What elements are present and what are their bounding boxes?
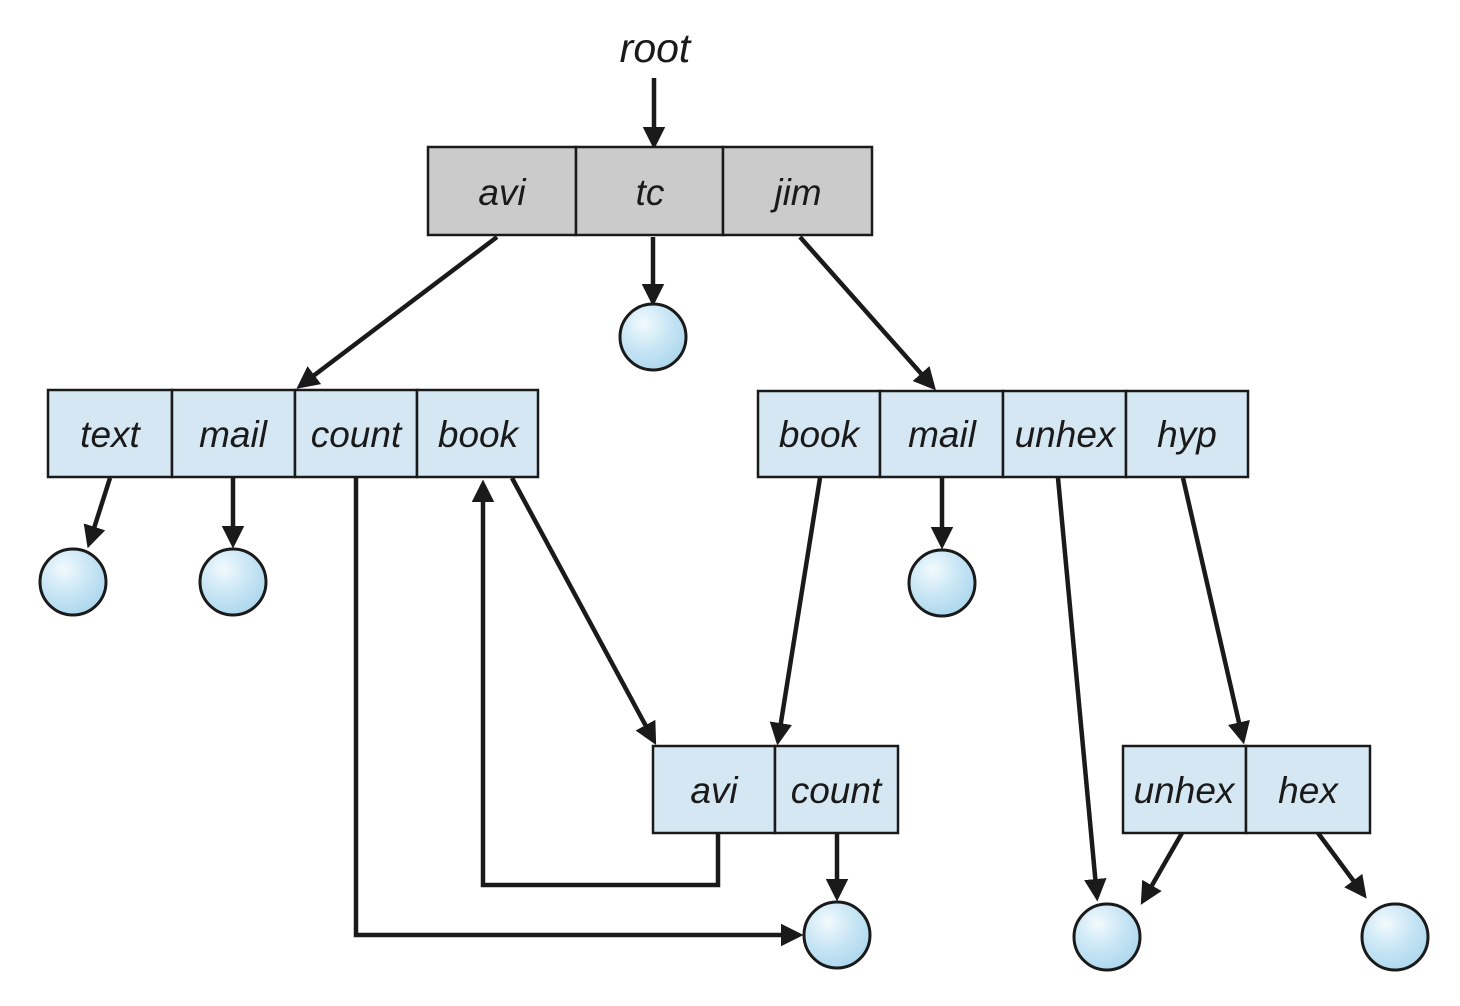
avi-dir-label-book: book <box>438 414 521 455</box>
root-dir-label-jim: jim <box>769 172 821 213</box>
root-dir-cell-jim <box>721 145 874 237</box>
jim-dir-cell-book <box>756 389 882 479</box>
root-dir-label-tc: tc <box>636 172 665 213</box>
hex-file-icon <box>1360 902 1430 972</box>
avi-dir-label-text: text <box>80 414 141 455</box>
edge-avi-entry-back-to-avi-dir <box>471 479 721 888</box>
shared-unhex-file-icon <box>1072 902 1142 972</box>
root-directory-table: avi tc jim <box>426 145 874 237</box>
jim-directory-table: book mail unhex hyp <box>756 389 1250 479</box>
unhex-hex-dir-cell-hex <box>1244 744 1372 835</box>
tc-file-icon <box>618 302 688 372</box>
avi-dir-label-count: count <box>311 414 403 455</box>
jim-dir-cell-unhex <box>1001 389 1128 479</box>
avi-dir-cell-count <box>293 388 419 479</box>
avi-directory-table: text mail count book <box>46 388 540 479</box>
avi-count-dir-label-avi: avi <box>690 770 739 811</box>
edge-text-to-text-file <box>83 477 113 549</box>
edges <box>83 78 1367 947</box>
root-dir-cell-tc <box>574 145 725 237</box>
jim-dir-cell-hyp <box>1124 389 1250 479</box>
mail-file-left-icon <box>198 547 268 617</box>
unhex-hex-directory-table: unhex hex <box>1121 744 1372 835</box>
edge-unhex-entry-to-shared-unhex-file <box>1140 831 1184 905</box>
unhex-hex-dir-label-hex: hex <box>1278 770 1339 811</box>
text-file-icon <box>38 547 108 617</box>
edge-jim-to-jim-dir <box>798 235 936 391</box>
edge-book-right-to-avi-count-dir <box>769 477 823 746</box>
edge-count-to-shared-count-file <box>353 478 804 947</box>
edge-unhex-to-shared-unhex-file <box>1055 477 1107 902</box>
root-dir-cell-avi <box>426 145 578 237</box>
jim-dir-label-book: book <box>779 414 862 455</box>
file-nodes <box>38 302 1430 972</box>
mail-file-right-icon <box>907 548 977 618</box>
unhex-hex-dir-cell-unhex <box>1121 744 1248 835</box>
unhex-hex-dir-label-unhex: unhex <box>1134 770 1236 811</box>
root-label: root <box>620 25 692 71</box>
avi-dir-cell-book <box>415 388 540 479</box>
jim-dir-label-unhex: unhex <box>1015 414 1117 455</box>
edge-avi-to-avi-dir <box>296 235 499 389</box>
jim-dir-label-mail: mail <box>908 414 978 455</box>
avi-count-dir-cell-count <box>773 744 900 835</box>
avi-count-dir-label-count: count <box>791 770 883 811</box>
jim-dir-label-hyp: hyp <box>1157 414 1217 455</box>
edge-book-to-avi-count-dir <box>510 476 657 745</box>
edge-hyp-to-unhex-hex-dir <box>1180 477 1250 745</box>
jim-dir-cell-mail <box>878 389 1005 479</box>
root-dir-label-avi: avi <box>478 172 527 213</box>
avi-count-dir-cell-avi <box>651 744 777 835</box>
shared-count-file-icon <box>802 900 872 970</box>
edge-hex-to-hex-file <box>1316 831 1367 899</box>
avi-count-directory-table: avi count <box>651 744 900 835</box>
avi-dir-label-mail: mail <box>199 414 269 455</box>
avi-dir-cell-mail <box>170 388 297 479</box>
